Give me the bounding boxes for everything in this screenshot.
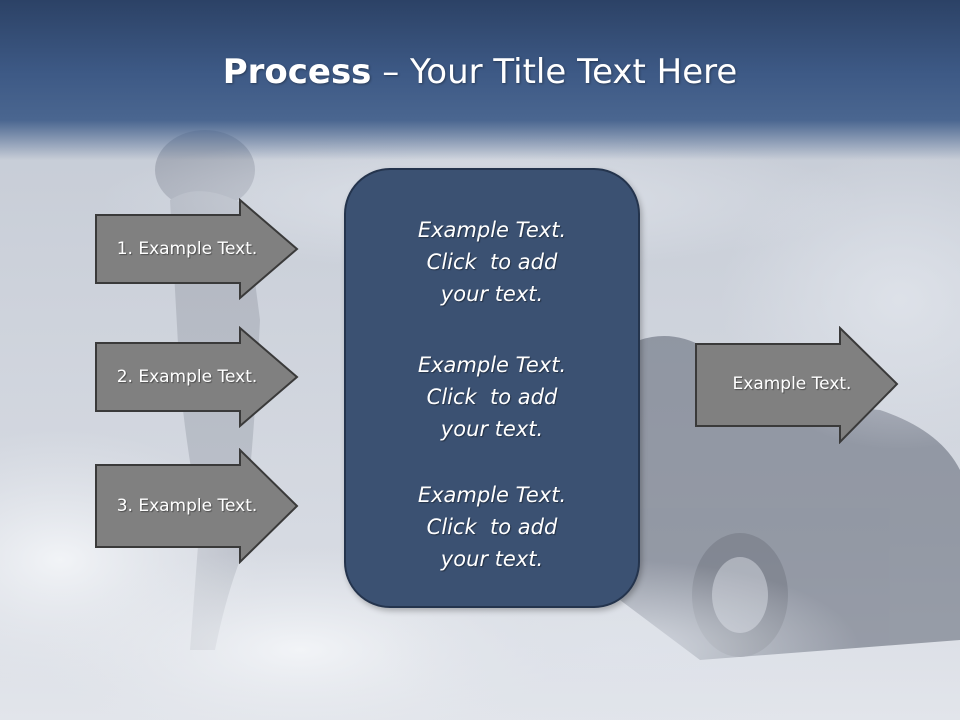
text-line: Example Text.	[417, 218, 567, 242]
center-text-block-2[interactable]: Example Text. Click to add your text.	[346, 349, 638, 445]
text-line: Click to add	[426, 250, 558, 274]
text-line: your text.	[440, 547, 544, 571]
step-arrow-1[interactable]: 1. Example Text.	[94, 197, 300, 301]
text-line: Click to add	[426, 515, 558, 539]
text-line: Example Text.	[417, 483, 567, 507]
step-arrow-2[interactable]: 2. Example Text.	[94, 325, 300, 429]
title-bold: Process	[222, 52, 372, 92]
arrow-shape	[95, 447, 299, 565]
center-content-box[interactable]: Example Text. Click to add your text. Ex…	[344, 168, 640, 608]
step-arrow-label: 3. Example Text.	[116, 496, 258, 516]
slide-title: Process – Your Title Text Here	[0, 52, 960, 92]
result-arrow-label: Example Text.	[732, 374, 852, 394]
arrow-shape	[95, 325, 299, 429]
text-line: Click to add	[426, 385, 558, 409]
text-line: Example Text.	[417, 353, 567, 377]
center-text-block-3[interactable]: Example Text. Click to add your text.	[346, 479, 638, 575]
arrow-shape	[695, 325, 899, 445]
title-rest: – Your Title Text Here	[371, 52, 738, 92]
step-arrow-3[interactable]: 3. Example Text.	[94, 447, 300, 565]
title-band	[0, 0, 960, 160]
center-text-block-1[interactable]: Example Text. Click to add your text.	[346, 214, 638, 310]
text-line: your text.	[440, 282, 544, 306]
arrow-shape	[95, 197, 299, 301]
step-arrow-label: 1. Example Text.	[116, 239, 258, 259]
text-line: your text.	[440, 417, 544, 441]
step-arrow-label: 2. Example Text.	[116, 367, 258, 387]
result-arrow[interactable]: Example Text.	[694, 325, 900, 445]
